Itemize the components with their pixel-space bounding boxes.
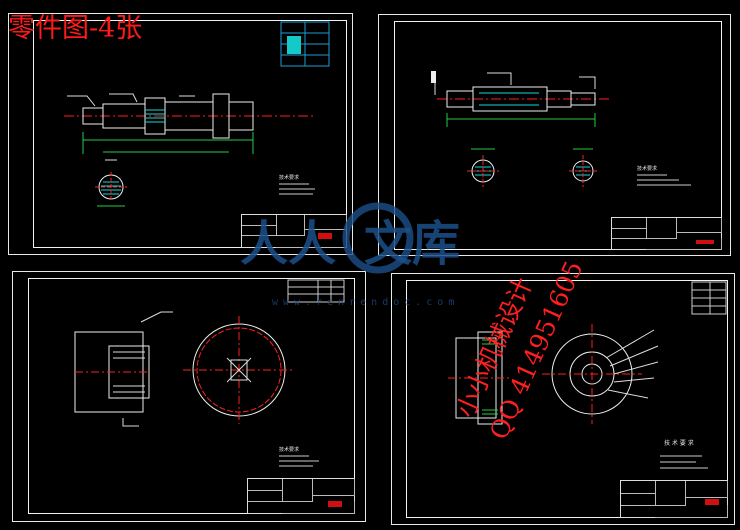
approval-stamp xyxy=(705,499,719,505)
drawing-frame xyxy=(28,278,355,514)
disc-drawing xyxy=(448,281,727,469)
drawing-frame xyxy=(394,21,722,250)
drawing-sheet-shaft-2: 技术要求 xyxy=(378,14,731,256)
title-block xyxy=(611,217,722,250)
technical-requirements-label: 技术要求 xyxy=(279,175,300,181)
drawing-frame xyxy=(406,280,728,518)
title-block xyxy=(247,478,355,514)
approval-stamp xyxy=(328,501,342,507)
drawing-sheet-disc: 技 术 要 求 xyxy=(391,273,735,525)
watermark-logo-right: 文库 xyxy=(364,216,460,272)
title-block xyxy=(620,480,728,518)
watermark-logo: 人人 文库 xyxy=(240,202,460,274)
approval-stamp xyxy=(696,240,714,244)
gear-drawing xyxy=(74,279,345,467)
drawing-sheet-shaft-1: 技术要求 xyxy=(8,13,353,255)
page-title: 零件图-4张 xyxy=(8,13,143,44)
technical-requirements-label: 技 术 要 求 xyxy=(664,440,694,447)
drawing-frame xyxy=(33,20,347,248)
shaft-2-drawing xyxy=(431,71,691,187)
drawing-sheet-gear: 技术要求 xyxy=(12,271,366,522)
shaft-1-drawing xyxy=(64,21,330,207)
technical-requirements-label: 技术要求 xyxy=(637,166,658,172)
title-block xyxy=(241,214,347,248)
watermark-url: www.renrendoc.com xyxy=(272,297,460,308)
approval-stamp xyxy=(318,233,332,239)
technical-requirements-label: 技术要求 xyxy=(279,447,300,453)
watermark-logo-left: 人人 xyxy=(240,216,336,272)
